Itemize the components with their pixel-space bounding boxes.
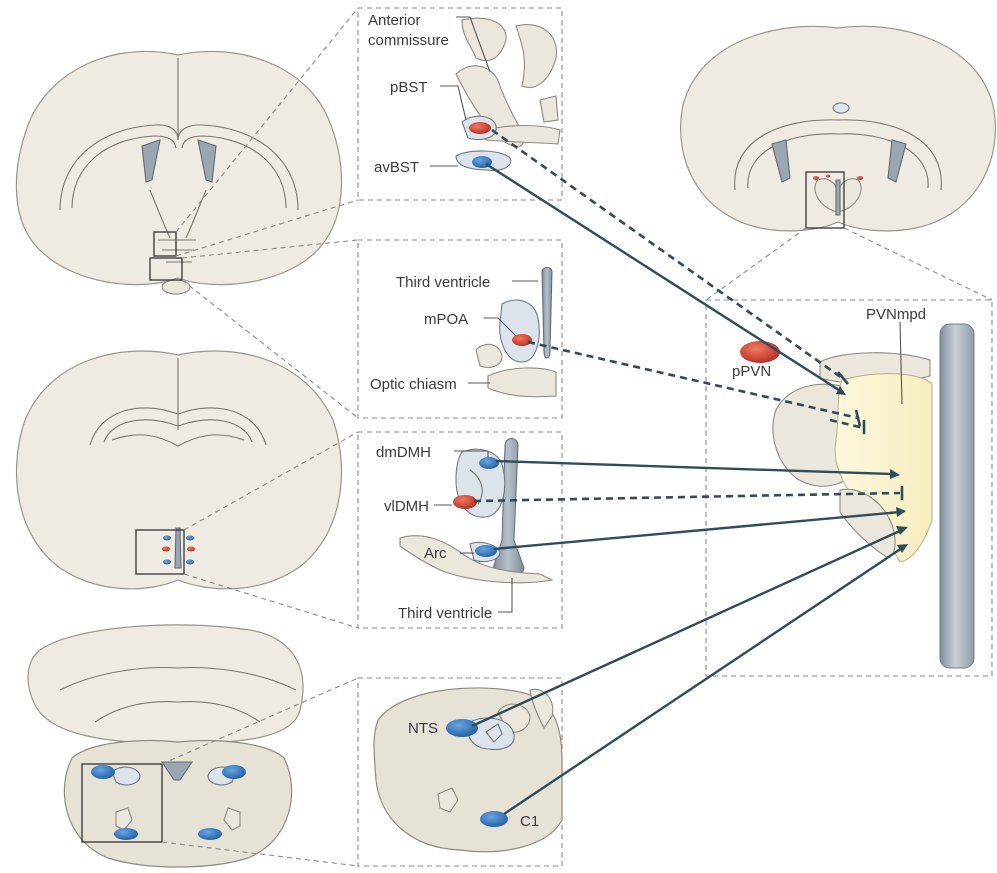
projection-arc [494, 512, 900, 549]
label-anterior-commissure-line1: Anterior [368, 12, 421, 29]
label-avbst: avBST [374, 159, 419, 176]
label-mpoa: mPOA [424, 311, 468, 328]
label-optic-chiasm: Optic chiasm [370, 376, 457, 393]
third-ventricle-wall [940, 324, 974, 668]
label-nts: NTS [408, 720, 438, 737]
label-c1: C1 [520, 813, 539, 830]
panel-brainstem: NTS C1 [358, 678, 562, 866]
panel-pvn: PVNmpd pPVN [706, 300, 992, 676]
coronal-section-hypothalamus [17, 351, 342, 589]
label-third-ventricle-bottom: Third ventricle [398, 605, 492, 622]
projection-vldmh [474, 493, 900, 501]
label-third-ventricle-top: Third ventricle [396, 274, 490, 291]
label-vldmh: vlDMH [384, 498, 429, 515]
projection-c1 [504, 548, 902, 814]
coronal-section-pvn-level [681, 26, 996, 231]
panel-mpoa: Third ventricle mPOA Optic chiasm [358, 240, 562, 418]
label-arc: Arc [424, 545, 447, 562]
label-dmdmh: dmDMH [376, 444, 431, 461]
label-ppvn: pPVN [732, 363, 771, 380]
panel-bst: Anterior commissure pBST avBST [358, 8, 562, 200]
label-anterior-commissure-line2: commissure [368, 32, 449, 49]
label-pvnmpd: PVNmpd [866, 306, 926, 323]
coronal-section-forebrain [16, 51, 341, 294]
coronal-section-hindbrain [28, 625, 303, 867]
label-pbst: pBST [390, 79, 428, 96]
ppvn-nucleus [740, 341, 780, 363]
